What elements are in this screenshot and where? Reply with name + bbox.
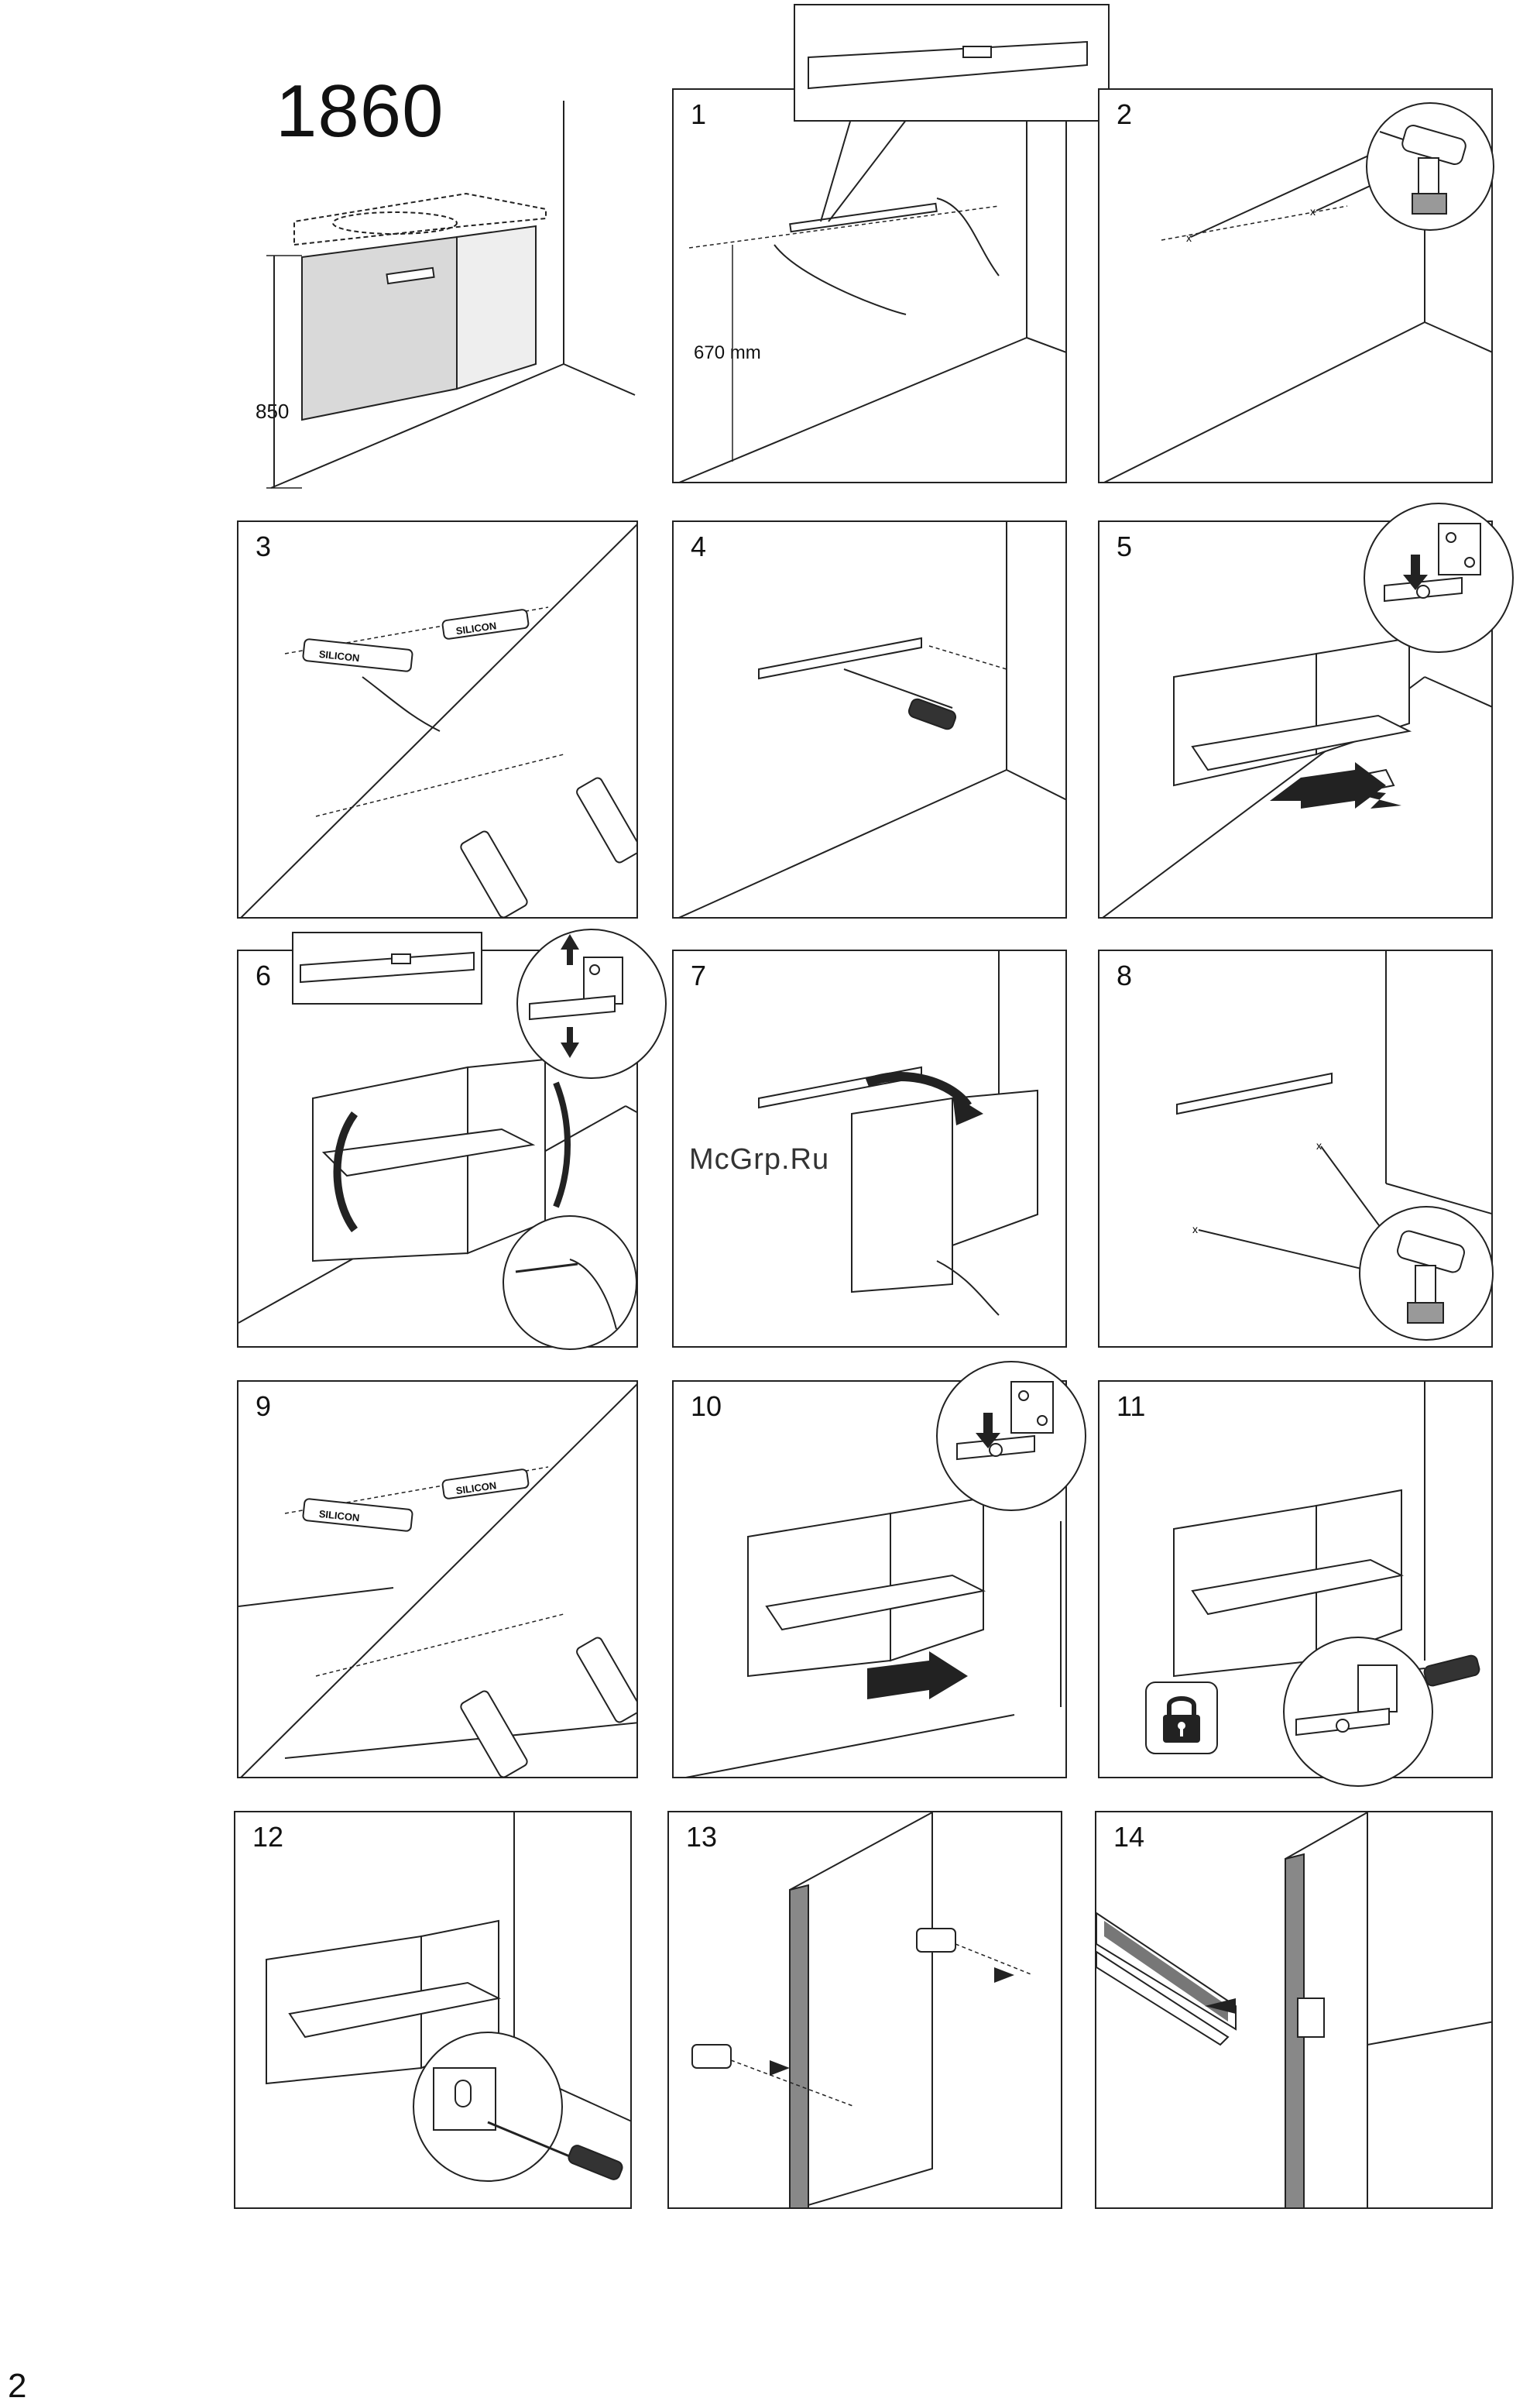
step-panel-4: 4 <box>672 520 1067 919</box>
attach-door-illustration <box>1096 1812 1493 2209</box>
step-panel-14: 14 <box>1095 1811 1493 2209</box>
step-panel-3: 3 SILICON SILICON <box>237 520 638 919</box>
watermark-text: McGrp.Ru <box>689 1143 829 1177</box>
drill-icon <box>1364 101 1496 232</box>
svg-text:x: x <box>1186 232 1192 244</box>
step-panel-9: 9 SILICON SILICON <box>237 1380 638 1778</box>
level-icon <box>793 3 1112 127</box>
door-hinge-illustration <box>669 1812 1062 2209</box>
wall-rail-illustration <box>674 90 1067 483</box>
page-number: 2 <box>8 2367 26 2406</box>
step-panel-13: 13 <box>667 1811 1062 2209</box>
bracket-icon <box>926 1359 1096 1513</box>
silicon-application-illustration: SILICON SILICON <box>238 1382 638 1778</box>
svg-text:x: x <box>1316 1139 1322 1152</box>
svg-text:x: x <box>1192 1223 1198 1235</box>
silicon-application-illustration: SILICON SILICON <box>238 522 638 919</box>
screwdriver-icon <box>514 926 669 1097</box>
padlock-icon <box>1144 1681 1219 1755</box>
bracket-icon <box>1281 1634 1436 1789</box>
drill-icon <box>1357 1204 1496 1343</box>
pencil-mark-icon <box>500 1213 640 1352</box>
bracket-icon <box>1353 500 1524 655</box>
rail-screw-illustration <box>674 522 1067 919</box>
svg-text:x: x <box>1310 205 1316 218</box>
screwdriver-icon <box>403 2029 635 2192</box>
level-icon <box>291 931 485 1008</box>
step-panel-1: 1 670 mm <box>672 88 1067 483</box>
